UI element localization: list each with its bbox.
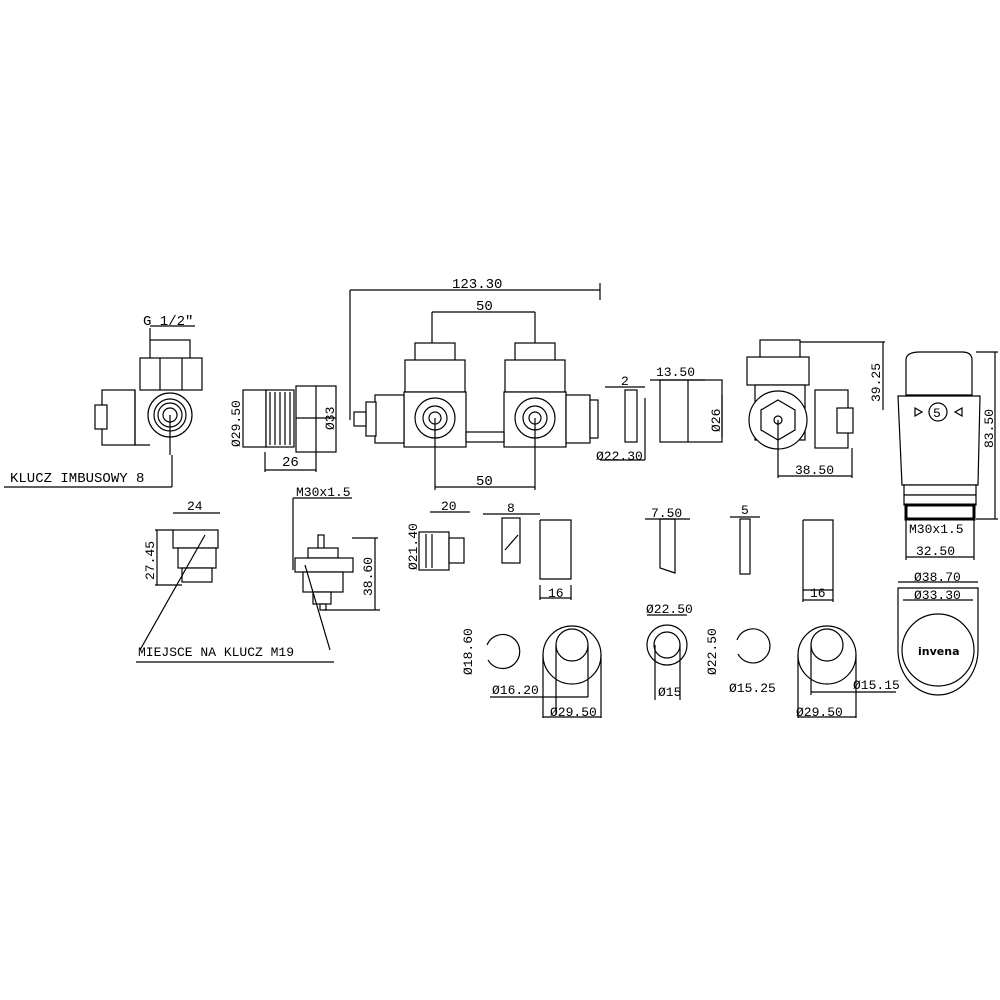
cap-side-view xyxy=(242,385,337,472)
label-123-30: 123.30 xyxy=(452,277,502,293)
label-d29-50-c: Ø29.50 xyxy=(796,705,843,720)
label-d22-50-b: Ø22.50 xyxy=(705,628,720,675)
label-m30-head: M30x1.5 xyxy=(909,522,964,537)
label-d15: Ø15 xyxy=(658,685,681,700)
label-2: 2 xyxy=(621,374,629,389)
label-5: 5 xyxy=(741,503,749,518)
sleeve-parts xyxy=(600,379,723,461)
label-27-45: 27.45 xyxy=(143,541,158,580)
nut-part xyxy=(139,512,220,651)
label-16-a: 16 xyxy=(548,586,564,601)
label-39-25: 39.25 xyxy=(869,363,884,402)
label-8: 8 xyxy=(507,501,515,516)
label-thread-g: G 1/2" xyxy=(143,314,193,330)
label-d16-20: Ø16.20 xyxy=(492,683,539,698)
label-d33: Ø33 xyxy=(323,407,338,430)
thermostatic-head: 5 xyxy=(897,351,998,560)
brand-logo: invena xyxy=(918,645,960,658)
label-wrench-place: MIEJSCE NA KLUCZ M19 xyxy=(138,645,294,660)
label-13-50: 13.50 xyxy=(656,365,695,380)
label-38-50: 38.50 xyxy=(795,463,834,478)
label-d15-25: Ø15.25 xyxy=(729,681,776,696)
label-m30-insert: M30x1.5 xyxy=(296,485,351,500)
label-d18-60: Ø18.60 xyxy=(461,628,476,675)
label-50-top: 50 xyxy=(476,299,493,315)
label-d29-50: Ø29.50 xyxy=(229,400,244,447)
label-16-b: 16 xyxy=(810,586,826,601)
dial-value: 5 xyxy=(933,406,941,421)
label-20: 20 xyxy=(441,499,457,514)
label-d15-15: Ø15.15 xyxy=(853,678,900,693)
fitting-parts xyxy=(418,511,834,602)
label-38-60: 38.60 xyxy=(361,557,376,596)
head-top-view xyxy=(897,581,979,696)
label-d21-40: Ø21.40 xyxy=(406,523,421,570)
label-allen-key: KLUCZ IMBUSOWY 8 xyxy=(10,471,144,487)
label-7-50: 7.50 xyxy=(651,506,682,521)
label-d26: Ø26 xyxy=(709,409,724,432)
label-32-50: 32.50 xyxy=(916,544,955,559)
label-d33-30: Ø33.30 xyxy=(914,588,961,603)
label-83-50: 83.50 xyxy=(982,409,997,448)
ring-parts xyxy=(486,614,896,718)
label-d38-70: Ø38.70 xyxy=(914,570,961,585)
valve-insert xyxy=(292,497,380,651)
label-d22-30: Ø22.30 xyxy=(596,449,643,464)
label-50-bottom: 50 xyxy=(476,474,493,490)
angle-valve-left xyxy=(94,325,203,455)
label-d29-50-b: Ø29.50 xyxy=(550,705,597,720)
twin-valve-body xyxy=(349,283,601,490)
label-d22-50-a: Ø22.50 xyxy=(646,602,693,617)
label-26: 26 xyxy=(282,455,299,471)
label-24: 24 xyxy=(187,499,203,514)
angle-valve-right xyxy=(746,339,885,478)
